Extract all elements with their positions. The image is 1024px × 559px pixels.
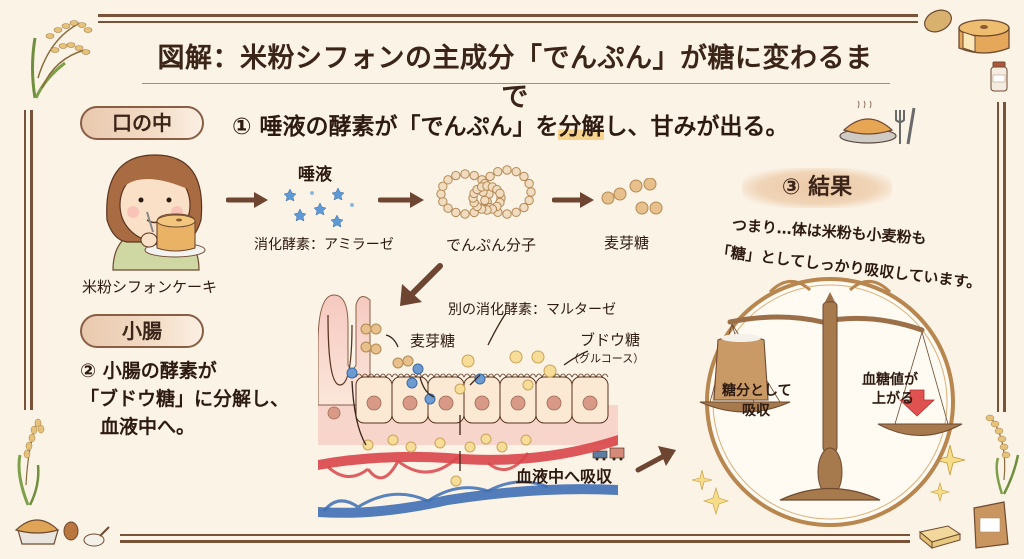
glucose-bead: [526, 187, 536, 197]
glucose-bead: [451, 170, 461, 181]
left-pan-line1: 糖分として: [722, 383, 792, 399]
sparkle-icon: [930, 445, 966, 503]
almond-icon: [63, 521, 79, 541]
frame-right-line: [997, 102, 999, 412]
starch-label: でんぷん分子: [446, 236, 537, 254]
flour-bag-icon: [973, 501, 1009, 549]
frame-left-line-inner: [30, 110, 33, 410]
glucose-bead: [443, 175, 453, 185]
woman-eating-cake-illustration: [106, 154, 206, 271]
rice-plant-icon: [17, 418, 45, 506]
glucose-bead: [451, 207, 461, 218]
arrow-up-right-icon: [635, 446, 676, 473]
train-icon: [592, 447, 625, 461]
frame-left-line: [24, 110, 26, 410]
intestine-maltose-label: 麦芽糖: [410, 332, 456, 350]
step1-text-post: し、甘みが出る。: [604, 114, 789, 140]
glucose-bead: [469, 170, 479, 181]
frame-bottom-line-inner: [120, 540, 910, 543]
glucose-bead: [438, 196, 448, 207]
scale-frame-illustration: [699, 277, 963, 527]
absorb-label: 血液中へ吸収: [516, 467, 613, 486]
butter-icon: [918, 525, 962, 550]
step1-text: ① 唾液の酵素が「でんぷん」を分解し、甘みが出る。: [232, 107, 788, 141]
section-label-intestine: 小腸: [80, 314, 204, 348]
rice-plant-icon: [985, 414, 1020, 495]
maltose-label: 麦芽糖: [604, 234, 650, 252]
glucose-bead: [493, 166, 503, 177]
chiffon-cake-icon: [958, 19, 1010, 54]
glucose-bead: [480, 195, 490, 206]
step2-line1: ② 小腸の酵素が: [80, 360, 217, 382]
glucose-bead: [502, 209, 512, 219]
enzyme-stars-icon: [283, 187, 354, 228]
bottle-icon: [990, 61, 1008, 92]
glucose-bead: [485, 171, 495, 182]
arrow-down-left-icon: [400, 263, 443, 306]
sparkle-icon: [691, 470, 729, 516]
small-intestine-illustration: [318, 294, 618, 518]
arrow-right-icon: [378, 192, 424, 208]
glucose-bead: [495, 188, 505, 199]
glucose-bead: [438, 181, 448, 192]
glucose-bead: [519, 171, 529, 182]
glucose-bead: [524, 178, 534, 189]
potato-icon: [924, 9, 952, 33]
left-pan-line2: 吸収: [742, 403, 770, 419]
section-label-mouth: 口の中: [80, 106, 204, 140]
saliva-label: 唾液: [298, 165, 332, 185]
arrow-right-icon: [226, 192, 268, 208]
flour-scoop-icon: [83, 526, 110, 547]
glucose-bead: [524, 195, 534, 206]
step2-line2: 「ブドウ糖」に分解し、: [80, 388, 290, 410]
glucose-sub-label: （グルコース）: [568, 352, 645, 365]
section-label-result: ③ 結果: [742, 168, 892, 208]
glucose-bead: [460, 209, 470, 219]
frame-right-line-inner: [1003, 102, 1006, 412]
glucose-bead: [502, 165, 512, 175]
glucose-label: ブドウ糖: [580, 331, 641, 349]
glucose-bead: [460, 169, 470, 179]
cake-label: 米粉シフォンケーキ: [82, 278, 218, 296]
frame-bottom-line: [120, 534, 910, 536]
frame-top-line: [98, 14, 918, 17]
glucose-bead: [511, 166, 521, 177]
pie-icon: [14, 519, 60, 545]
glucose-bead: [443, 203, 453, 213]
glucose-bead: [511, 207, 521, 218]
frame-top-line-inner: [98, 21, 918, 23]
glucose-bead: [519, 202, 529, 213]
maltase-label: 別の消化酵素：マルターゼ: [448, 302, 616, 318]
maltose-molecule-icon: [601, 178, 663, 215]
pie-plate-icon: [839, 100, 916, 145]
rice-plant-icon: [31, 20, 93, 99]
step1-highlight: 分解: [558, 114, 605, 140]
result-line1: つまり…体は米粉も小麦粉も: [731, 216, 928, 248]
arrow-right-icon: [552, 192, 594, 208]
glucose-bead: [436, 189, 446, 199]
amylase-label: 消化酵素：アミラーゼ: [254, 237, 394, 253]
page-title: 図解：米粉シフォンの主成分「でんぷん」が糖に変わるまで: [157, 43, 873, 113]
step2-line3: 血液中へ。: [100, 416, 196, 438]
starch-molecule-icon: [436, 165, 536, 219]
title-divider: [142, 83, 890, 84]
right-pan-line1: 血糖値が: [862, 372, 918, 388]
right-pan-line2: 上がる: [872, 391, 914, 407]
step1-text-pre: ① 唾液の酵素が「でんぷん」を: [232, 114, 559, 140]
